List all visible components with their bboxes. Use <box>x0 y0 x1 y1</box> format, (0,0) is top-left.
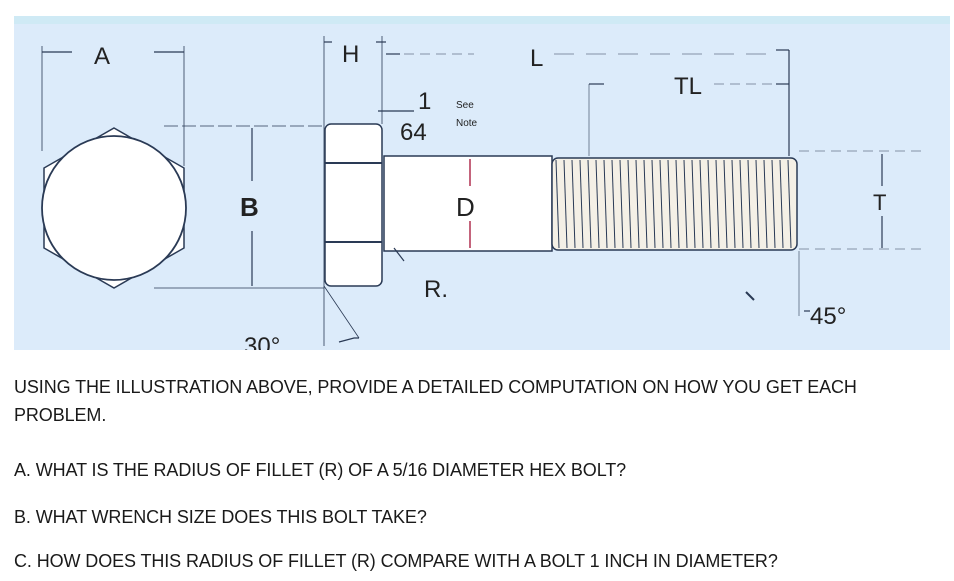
thread-line <box>635 159 640 249</box>
dim-label-b: B <box>240 192 259 222</box>
bolt-head-side <box>324 123 383 287</box>
fraction-denominator: 64 <box>400 119 427 146</box>
thread-line <box>723 159 728 249</box>
thread-line <box>603 159 608 249</box>
dim-label-l: L <box>530 45 543 72</box>
dim-label-d: D <box>456 192 475 222</box>
thread-line <box>563 159 568 249</box>
dim-label-t: T <box>873 190 886 215</box>
thread-line <box>587 159 592 249</box>
angle-label-45: 45° <box>810 303 846 330</box>
thread-line <box>739 159 744 249</box>
bolt-shank <box>383 155 553 252</box>
hex-bolt-illustration: A H L TL 1 64 See Note B D T R. 45° 30° <box>14 16 950 350</box>
thread-line <box>731 159 736 249</box>
thread-line <box>651 159 656 249</box>
thread-line <box>691 159 696 249</box>
dim-label-a: A <box>94 43 110 70</box>
see-note-label: See <box>456 100 474 111</box>
thread-line <box>707 159 712 249</box>
thread-line <box>627 159 632 249</box>
dim-label-tl: TL <box>674 73 702 100</box>
thread-line <box>771 159 776 249</box>
thread-line <box>699 159 704 249</box>
thread-line <box>659 159 664 249</box>
thread-line <box>763 159 768 249</box>
fraction-numerator: 1 <box>418 88 431 115</box>
question-a: A. WHAT IS THE RADIUS OF FILLET (R) OF A… <box>14 460 627 480</box>
fillet-label-r: R. <box>424 276 448 303</box>
thread-line <box>555 159 560 249</box>
see-note-label: Note <box>456 118 478 129</box>
thread-line <box>787 159 792 249</box>
dim-label-h: H <box>342 41 359 68</box>
hex-chamfer-circle <box>41 135 187 281</box>
thread-line <box>675 159 680 249</box>
thread-line <box>619 159 624 249</box>
angle-label-30: 30° <box>244 333 280 350</box>
thread-line <box>683 159 688 249</box>
thread-line <box>643 159 648 249</box>
thread-line <box>715 159 720 249</box>
thread-line <box>779 159 784 249</box>
question-c: C. HOW DOES THIS RADIUS OF FILLET (R) CO… <box>14 551 778 571</box>
question-b: B. WHAT WRENCH SIZE DOES THIS BOLT TAKE? <box>14 507 427 527</box>
thread-line <box>747 159 752 249</box>
instructions-text: USING THE ILLUSTRATION ABOVE, PROVIDE A … <box>14 377 857 425</box>
thread-line <box>579 159 584 249</box>
thread-line <box>611 159 616 249</box>
bolt-threads <box>551 157 798 251</box>
thread-line <box>755 159 760 249</box>
thread-line <box>595 159 600 249</box>
thread-line <box>571 159 576 249</box>
thread-line <box>667 159 672 249</box>
